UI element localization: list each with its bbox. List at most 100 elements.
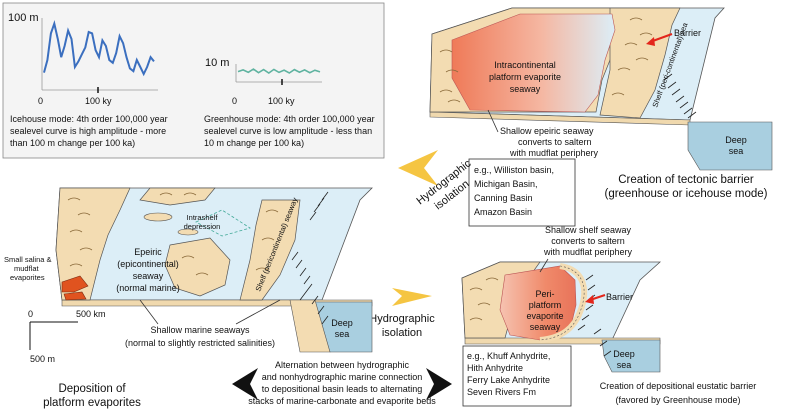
left-land-island <box>164 237 231 297</box>
tr-deep-sea-2: sea <box>729 146 744 156</box>
br-saltern-note-3: with mudflat periphery <box>543 247 633 257</box>
br-peri-label-2: platform <box>529 300 562 310</box>
br-example-1: e.g., Khuff Anhydrite, <box>467 351 550 361</box>
left-land-north <box>139 187 216 206</box>
left-intrashelf-2: depression <box>184 222 221 231</box>
left-land-west <box>55 187 131 301</box>
hydro-top-arrow <box>398 150 438 186</box>
alternation-4: stacks of marine-carbonate and evaporite… <box>248 396 436 406</box>
br-title-2: (favored by Greenhouse mode) <box>615 395 740 405</box>
left-salina-1: Small salina & <box>4 255 52 264</box>
br-example-2: Hith Anhydrite <box>467 363 523 373</box>
icehouse-x-origin: 0 <box>38 96 43 106</box>
left-islet-1 <box>143 212 173 222</box>
alternation-note: Alternation between hydrographic and non… <box>232 360 452 406</box>
alternation-arrow-right <box>426 368 452 400</box>
br-title-1: Creation of depositional eustatic barrie… <box>600 381 757 391</box>
greenhouse-x-origin: 0 <box>232 96 237 106</box>
left-salina-evaporite-1 <box>61 275 89 293</box>
left-salina-evaporite-2 <box>63 291 87 301</box>
platform-evaporite-block: Intrashelf depression Epeiric (epicontin… <box>4 187 373 409</box>
tr-deep-sea <box>687 121 773 171</box>
tr-seaway-label-2: platform evaporite <box>489 72 561 82</box>
left-epeiric-4: (normal marine) <box>116 283 180 293</box>
tr-example-3: Canning Basin <box>474 193 533 203</box>
tr-title-2: (greenhouse or icehouse mode) <box>604 188 767 200</box>
left-shallow-2: (normal to slightly restricted salinitie… <box>125 338 275 348</box>
eustatic-barrier-block: Barrier Peri- platform evaporite seaway … <box>461 225 757 407</box>
sealevel-inset: 100 m 0 100 ky Icehouse mode: 4th order … <box>2 2 385 159</box>
icehouse-chart: 100 m 0 100 ky Icehouse mode: 4th order … <box>8 12 168 148</box>
left-deep-sea-2: sea <box>335 329 350 339</box>
inset-frame <box>2 2 385 159</box>
left-shallow-leader-2 <box>235 299 281 325</box>
br-barrier-label: Barrier <box>606 292 633 302</box>
hydro-isolation-top: Hydrographic isolation <box>398 150 474 212</box>
greenhouse-x-tick-label: 100 ky <box>268 96 295 106</box>
left-title-2: platform evaporites <box>43 397 141 409</box>
br-example-3: Ferry Lake Anhydrite <box>467 375 550 385</box>
icehouse-caption-3: than 100 m change per 100 ka) <box>10 138 135 148</box>
tr-evaporite-seaway <box>451 13 616 113</box>
tr-saltern-leader <box>487 109 499 133</box>
left-intrashelf-1: Intrashelf <box>187 213 219 222</box>
tr-title-1: Creation of tectonic barrier <box>618 174 754 186</box>
alternation-2: and nonhydrographic marine connection <box>262 372 423 382</box>
br-land-texture <box>469 277 499 321</box>
greenhouse-y-label: 10 m <box>205 57 229 69</box>
icehouse-sealevel-curve <box>43 19 155 77</box>
left-shallow-1: Shallow marine seaways <box>150 325 250 335</box>
icehouse-y-label: 100 m <box>8 12 39 24</box>
tr-shelf-margin-hatch <box>663 73 697 119</box>
greenhouse-caption-2: sealevel curve is low amplitude - less t… <box>204 126 372 136</box>
icehouse-caption-2: sealevel curve is high amplitude - more <box>10 126 166 136</box>
scale-horizontal-label: 500 km <box>76 309 106 319</box>
tr-land-right <box>599 7 681 119</box>
hydro-bottom-arrow <box>392 288 432 306</box>
icehouse-x-tick-label: 100 ky <box>85 96 112 106</box>
greenhouse-caption-3: 10 m change per 100 ka) <box>204 138 304 148</box>
tr-example-1: e.g., Williston basin, <box>474 165 554 175</box>
left-salina-2: mudflat <box>14 264 40 273</box>
alternation-3: to depositional basin leads to alternati… <box>262 384 423 394</box>
left-epeiric-3: seaway <box>133 271 164 281</box>
br-peri-label-1: Peri- <box>535 289 554 299</box>
tr-deep-sea-1: Deep <box>725 135 747 145</box>
left-title-1: Deposition of <box>58 383 126 395</box>
greenhouse-sealevel-curve <box>237 68 321 74</box>
tr-seaway-label-1: Intracontinental <box>494 60 556 70</box>
tr-saltern-note-1: Shallow epeiric seaway <box>500 126 594 136</box>
br-barrier-outline <box>539 265 585 341</box>
greenhouse-caption-1: Greenhouse mode: 4th order 100,000 year <box>204 114 375 124</box>
icehouse-caption-1: Icehouse mode: 4th order 100,000 year <box>10 114 168 124</box>
tr-saltern-note-2: converts to saltern <box>518 137 592 147</box>
br-peri-label-4: seaway <box>530 322 561 332</box>
left-deep-sea-1: Deep <box>331 318 353 328</box>
br-deep-sea-1: Deep <box>613 349 635 359</box>
left-shelf-margin-land <box>239 199 301 301</box>
greenhouse-chart: 10 m 0 100 ky Greenhouse mode: 4th order… <box>204 57 375 148</box>
hydro-isolation-bottom: Hydrographic isolation <box>369 288 435 339</box>
br-peri-label-3: evaporite <box>526 311 563 321</box>
br-barrier-arrow <box>585 294 606 304</box>
br-example-4: Seven Rivers Fm <box>467 387 536 397</box>
br-saltern-leader <box>539 258 549 273</box>
br-deep-sea-2: sea <box>617 360 632 370</box>
left-salina-3: evaporites <box>10 273 45 282</box>
br-saltern-note-1: Shallow shelf seaway <box>545 225 632 235</box>
left-intrashelf-outline <box>195 209 251 237</box>
tr-barrier-arrow <box>646 33 673 46</box>
left-reef-hatch <box>291 191 329 325</box>
tr-example-2: Michigan Basin, <box>474 179 538 189</box>
left-slope-face <box>289 299 331 353</box>
tr-examples-box <box>468 158 576 227</box>
tr-seaway-label-3: seaway <box>510 84 541 94</box>
left-epeiric-2: (epicontinental) <box>117 259 179 269</box>
scale-origin: 0 <box>28 309 33 319</box>
alternation-arrow-left <box>232 368 258 400</box>
br-saltern-note-2: converts to saltern <box>551 236 625 246</box>
br-deep-sea <box>601 339 661 373</box>
hydro-bottom-label-1: Hydrographic <box>369 313 435 325</box>
left-shallow-leader-1 <box>139 299 159 325</box>
